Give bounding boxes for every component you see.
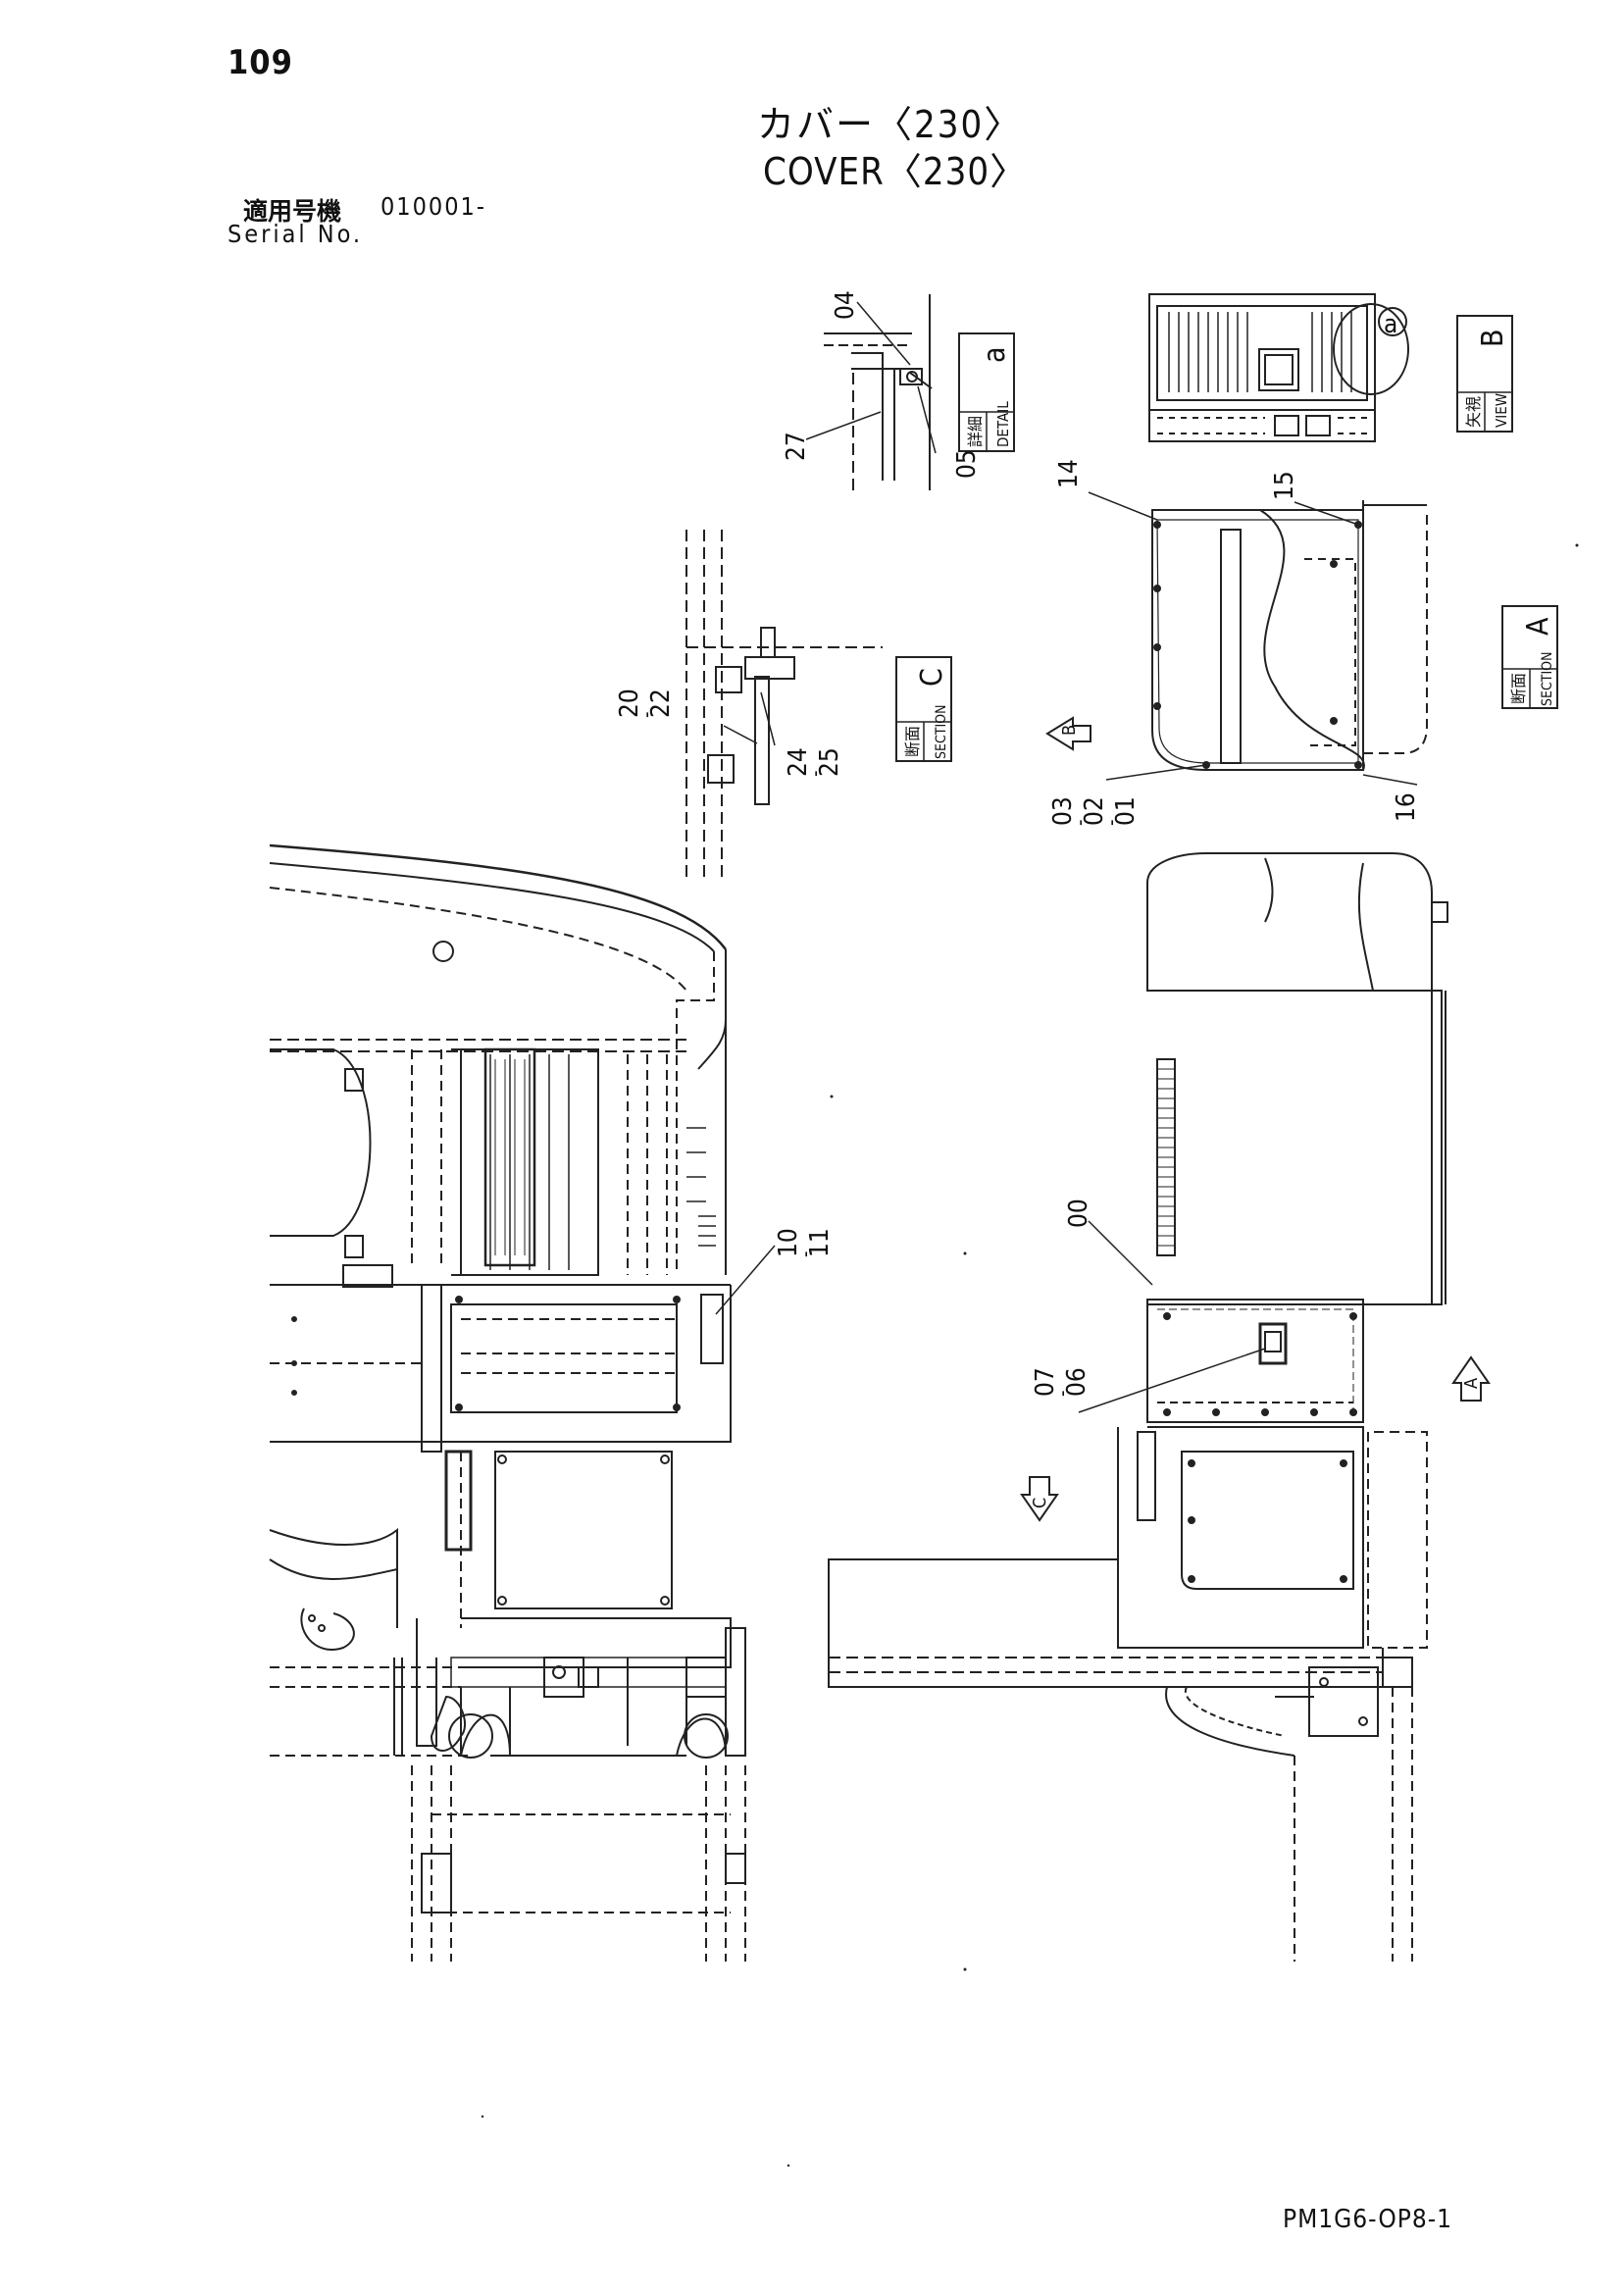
callout-02: 02 xyxy=(1080,796,1109,826)
detail-a-drawing xyxy=(824,294,933,490)
callout-25: 25 xyxy=(815,747,844,777)
scan-speckles xyxy=(481,543,1579,2168)
detail-a-ja: 詳細 xyxy=(966,416,985,447)
title-japanese: カバー〈230〉 xyxy=(757,103,1024,146)
right-side-view xyxy=(828,852,1448,1962)
section-a-leaders xyxy=(1088,491,1418,786)
view-b-ja: 矢視 xyxy=(1464,396,1483,428)
view-b-arrow-letter: B xyxy=(1059,725,1080,736)
view-b-letter: B xyxy=(1476,329,1510,347)
callout-11: 11 xyxy=(805,1228,835,1257)
callout-03: 03 xyxy=(1048,796,1078,826)
callout-10: 10 xyxy=(774,1228,803,1257)
section-c-leaders xyxy=(723,691,776,746)
callout-dash-4: - xyxy=(803,771,827,778)
section-a-letter: A xyxy=(1521,617,1555,636)
detail-a-leaders xyxy=(805,301,937,454)
title-english: COVER〈230〉 xyxy=(763,150,1029,193)
detail-a-letter: a xyxy=(978,346,1012,363)
document-code: PM1G6-OP8-1 xyxy=(1283,2205,1453,2234)
section-c-box: 断面 SECTION C xyxy=(895,656,952,762)
callout-dash-2: - xyxy=(1099,820,1123,827)
view-b-arrow: B xyxy=(1045,716,1091,751)
callout-20: 20 xyxy=(615,689,644,718)
view-b-drawing: a xyxy=(1148,293,1409,442)
callout-04: 04 xyxy=(831,290,860,320)
callout-01: 01 xyxy=(1111,796,1141,826)
view-b-box: 矢視 VIEW B xyxy=(1456,315,1513,433)
callout-16: 16 xyxy=(1392,792,1421,822)
section-a-drawing xyxy=(1151,500,1428,771)
section-c-ja: 断面 xyxy=(903,726,922,757)
view-b-en: VIEW xyxy=(1493,393,1510,428)
serial-label-japanese: 適用号機 xyxy=(243,197,342,226)
right-side-leaders xyxy=(1078,1220,1266,1413)
callout-07: 07 xyxy=(1031,1367,1060,1397)
section-a-ja: 断面 xyxy=(1509,673,1528,704)
detail-a-marker: a xyxy=(1384,310,1397,339)
callout-05: 05 xyxy=(952,449,982,479)
section-a-en: SECTION xyxy=(1540,652,1555,707)
callout-labels: 04 05 27 14 15 16 03 - 02 - 01 20 - 22 2… xyxy=(615,290,1421,1397)
detail-a-en: DETAIL xyxy=(994,401,1012,447)
section-c-letter: C xyxy=(915,668,949,687)
section-c-en: SECTION xyxy=(934,705,949,760)
callout-dash-6: - xyxy=(1050,1391,1074,1398)
section-a-box: 断面 SECTION A xyxy=(1501,605,1558,709)
callout-dash-1: - xyxy=(1068,820,1091,827)
callout-24: 24 xyxy=(784,747,813,777)
detail-a-box: 詳細 DETAIL a xyxy=(958,332,1015,452)
section-a-arrow-letter: A xyxy=(1461,1378,1482,1389)
callout-27: 27 xyxy=(782,432,811,461)
callout-dash-5: - xyxy=(793,1251,817,1258)
section-c-drawing xyxy=(685,530,883,883)
section-a-arrow: A xyxy=(1451,1355,1491,1402)
serial-value: 010001- xyxy=(381,192,486,221)
callout-14: 14 xyxy=(1054,459,1084,488)
callout-dash-3: - xyxy=(634,712,658,719)
callout-15: 15 xyxy=(1270,471,1299,500)
callout-00: 00 xyxy=(1064,1199,1093,1228)
left-plan-view xyxy=(269,843,746,1962)
page-number: 109 xyxy=(228,43,293,82)
callout-06: 06 xyxy=(1062,1367,1091,1397)
callout-22: 22 xyxy=(646,689,676,718)
section-c-arrow: C xyxy=(1020,1476,1059,1522)
section-c-arrow-letter: C xyxy=(1030,1498,1050,1508)
serial-label-english: Serial No. xyxy=(228,220,364,248)
left-plan-leaders xyxy=(715,1245,776,1315)
